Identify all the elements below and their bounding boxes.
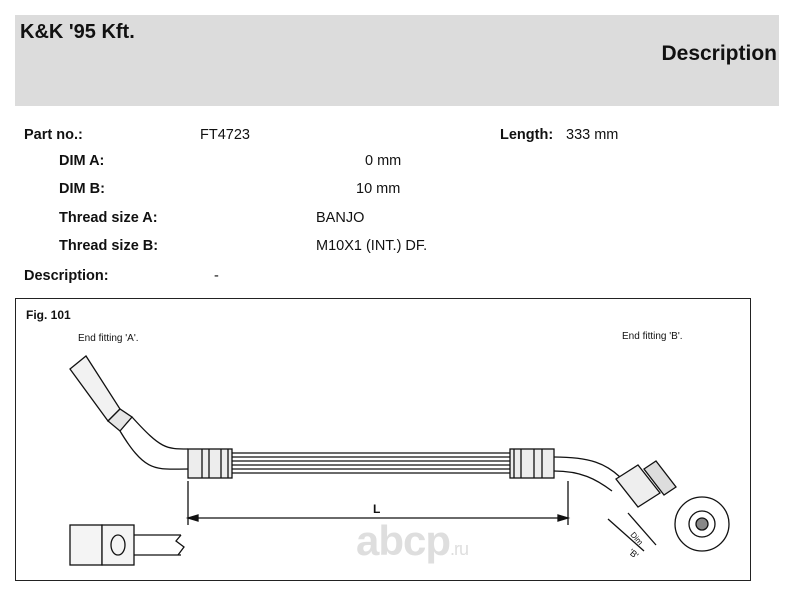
- watermark: abcp.ru: [356, 517, 469, 565]
- figure-panel: Fig. 101 End fitting 'A'. End fitting 'B…: [15, 298, 751, 581]
- dim-b-marker: 'B': [627, 547, 641, 561]
- dim-b-label: DIM B:: [59, 181, 105, 197]
- company-name: K&K '95 Kft.: [20, 21, 135, 43]
- crimp-ferrule-b: [509, 448, 555, 479]
- end-fitting-b-label: End fitting 'B'.: [622, 331, 683, 342]
- dim-a-label: DIM A:: [59, 153, 105, 169]
- thread-a-label: Thread size A:: [59, 210, 158, 226]
- length-marker: L: [373, 502, 380, 516]
- hose-body: [232, 452, 510, 474]
- thread-a-value: BANJO: [316, 210, 365, 226]
- end-b-view-outer: [674, 496, 730, 552]
- end-b-thread: [643, 460, 677, 496]
- end-b-view-inner: [688, 510, 716, 538]
- thread-b-value: M10X1 (INT.) DF.: [316, 238, 428, 254]
- tube-bend-b-upper: [553, 456, 621, 478]
- brake-hose-drawing: L Dim 'B': [69, 355, 730, 566]
- description-value: -: [214, 268, 219, 284]
- end-b-view-bore: [695, 517, 709, 531]
- hose-bend-a-outer: [119, 430, 189, 470]
- dim-b-value: 10 mm: [356, 181, 401, 197]
- banjo-side-body: [69, 524, 103, 566]
- figure-title: Fig. 101: [26, 308, 71, 322]
- tube-bend-b-lower: [553, 470, 613, 492]
- dim-marker: Dim: [629, 530, 645, 547]
- part-no-value: FT4723: [200, 127, 250, 143]
- end-a-fitting-body: [69, 355, 121, 422]
- watermark-text: abcp: [356, 517, 451, 564]
- length-label: Length:: [500, 127, 554, 143]
- thread-b-label: Thread size B:: [59, 238, 159, 254]
- banjo-side-eye: [101, 524, 135, 566]
- description-label: Description:: [24, 268, 109, 284]
- watermark-suffix: .ru: [450, 539, 469, 559]
- length-value: 333 mm: [566, 127, 619, 143]
- header-bar: K&K '95 Kft. Description: [15, 15, 779, 106]
- hose-bend-a-inner: [131, 416, 189, 450]
- end-fitting-a-label: End fitting 'A'.: [78, 333, 139, 344]
- page-title: Description: [661, 42, 777, 65]
- dim-a-value: 0 mm: [365, 153, 402, 169]
- part-no-label: Part no.:: [24, 127, 83, 143]
- end-b-hex-nut: [615, 464, 661, 508]
- crimp-ferrule-a: [187, 448, 233, 479]
